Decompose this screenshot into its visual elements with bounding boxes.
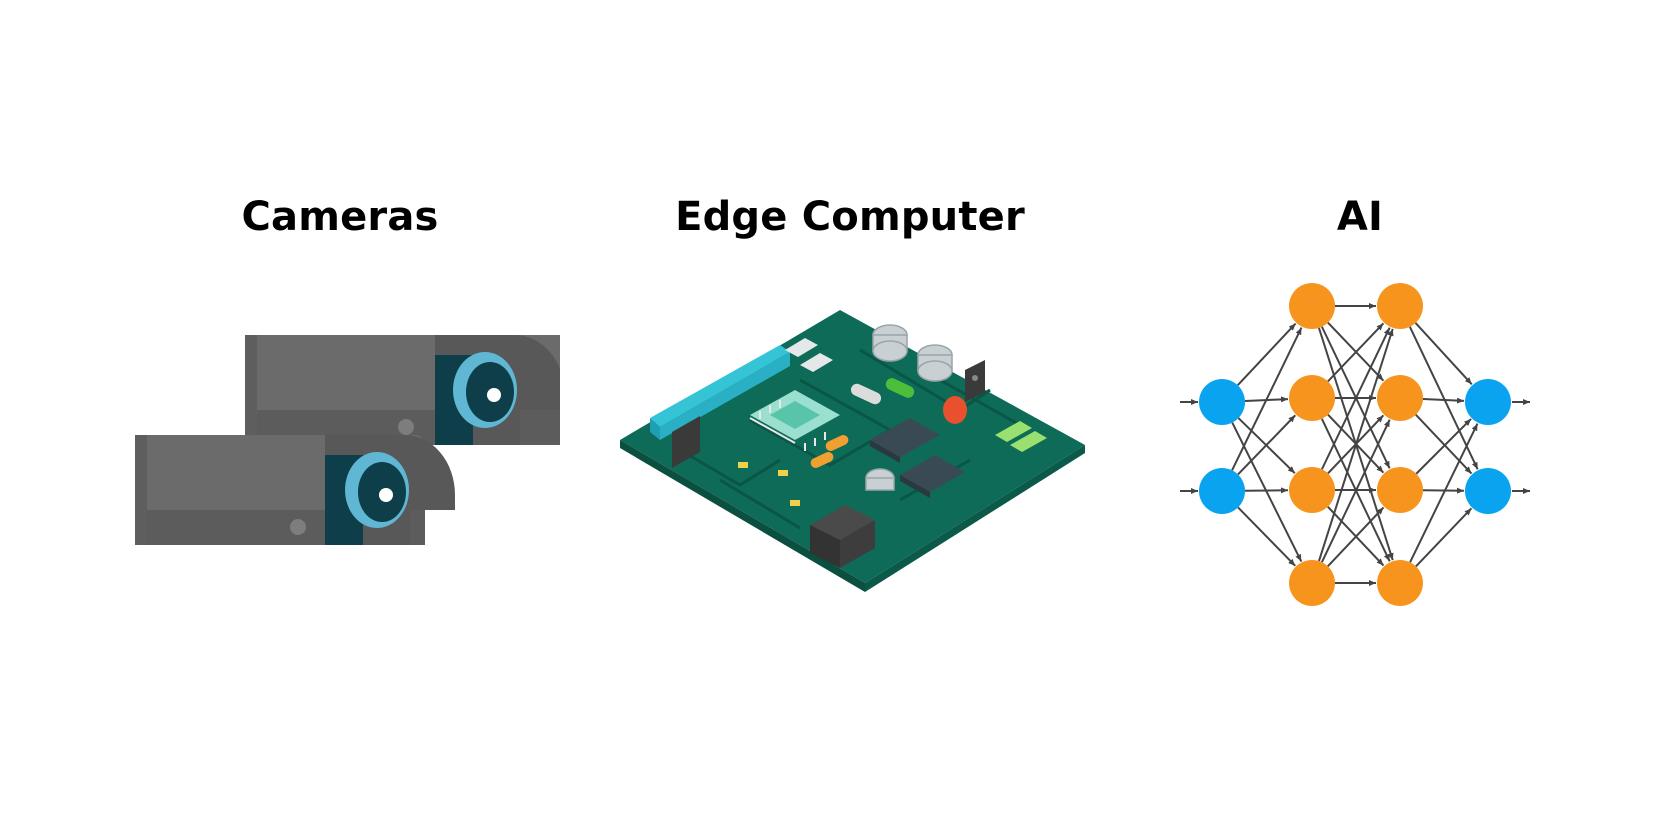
network-connection: [1237, 322, 1297, 386]
hidden-node: [1377, 560, 1423, 606]
cameras-panel: Cameras: [120, 0, 560, 840]
ai-panel: AI: [1150, 0, 1570, 840]
hidden-node: [1377, 283, 1423, 329]
hidden-node: [1377, 467, 1423, 513]
hidden-node: [1289, 560, 1335, 606]
network-connection: [1414, 322, 1473, 385]
network-connection: [1415, 414, 1473, 475]
input-node: [1199, 468, 1245, 514]
network-connection: [1318, 328, 1394, 562]
input-node: [1199, 379, 1245, 425]
output-node: [1465, 468, 1511, 514]
edge-computer-title: Edge Computer: [675, 194, 1025, 240]
ai-title: AI: [1336, 194, 1384, 240]
network-connection: [1321, 327, 1391, 470]
network-connection: [1231, 327, 1303, 471]
network-connection: [1237, 414, 1297, 476]
neural-network-icon: [1150, 0, 1570, 840]
network-connection: [1409, 423, 1479, 563]
network-connection: [1415, 507, 1473, 568]
network-connection: [1327, 322, 1385, 383]
network-connection: [1422, 397, 1465, 404]
back-camera: [245, 335, 560, 445]
circuit-board-icon: [600, 0, 1100, 840]
front-camera: [135, 435, 455, 545]
hidden-node: [1289, 375, 1335, 421]
output-node: [1465, 379, 1511, 425]
cameras-title: Cameras: [241, 194, 439, 240]
network-connection: [1415, 418, 1472, 475]
network-connection: [1327, 506, 1385, 567]
edge-computer-panel: Edge Computer: [600, 0, 1100, 840]
security-cameras-icon: [120, 0, 560, 840]
network-connection: [1237, 506, 1296, 567]
hidden-node: [1377, 375, 1423, 421]
network-connection: [1320, 419, 1391, 563]
hidden-node: [1289, 283, 1335, 329]
hidden-node: [1289, 467, 1335, 513]
